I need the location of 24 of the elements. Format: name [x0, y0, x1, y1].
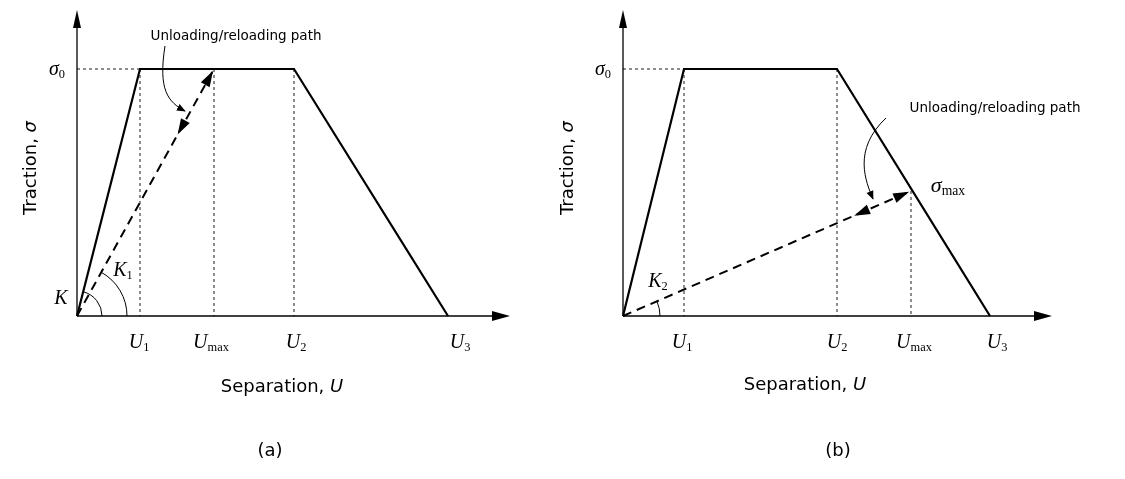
axis-symbol: U$_{3}$	[986, 330, 1008, 354]
leader-line	[162, 45, 186, 112]
axis-symbol: U$_{max}$	[896, 330, 932, 354]
axis-symbol: U$_{1}$	[128, 330, 150, 354]
axis-symbol: σ$_{max}$	[930, 174, 966, 198]
leader-line	[863, 117, 887, 200]
axis-symbol: U$_{1}$	[671, 330, 693, 354]
axis-symbol: U$_{max}$	[193, 330, 229, 354]
panel-label: (a)	[257, 441, 283, 459]
axis-title: Separation, U	[220, 377, 344, 395]
axis-symbol: K	[54, 287, 68, 307]
callout-text: Unloading/reloading path	[120, 24, 352, 46]
axis-title: Traction, σ	[21, 121, 39, 215]
axis-symbol: σ$_{0}$	[48, 57, 66, 81]
axis-symbol: U$_{2}$	[285, 330, 307, 354]
axis-symbol: K$_{2}$	[648, 269, 668, 293]
panel-label: (b)	[825, 441, 851, 459]
axis-symbol: σ$_{0}$	[594, 57, 612, 81]
axis-symbol: U$_{2}$	[826, 330, 848, 354]
axis-title: Traction, σ	[558, 121, 576, 215]
axis-title: Separation, U	[743, 375, 867, 393]
axis-symbol: U$_{3}$	[449, 330, 471, 354]
axis-symbol: K$_{1}$	[113, 258, 133, 282]
callout-text: Unloading/reloading path	[880, 96, 1110, 118]
